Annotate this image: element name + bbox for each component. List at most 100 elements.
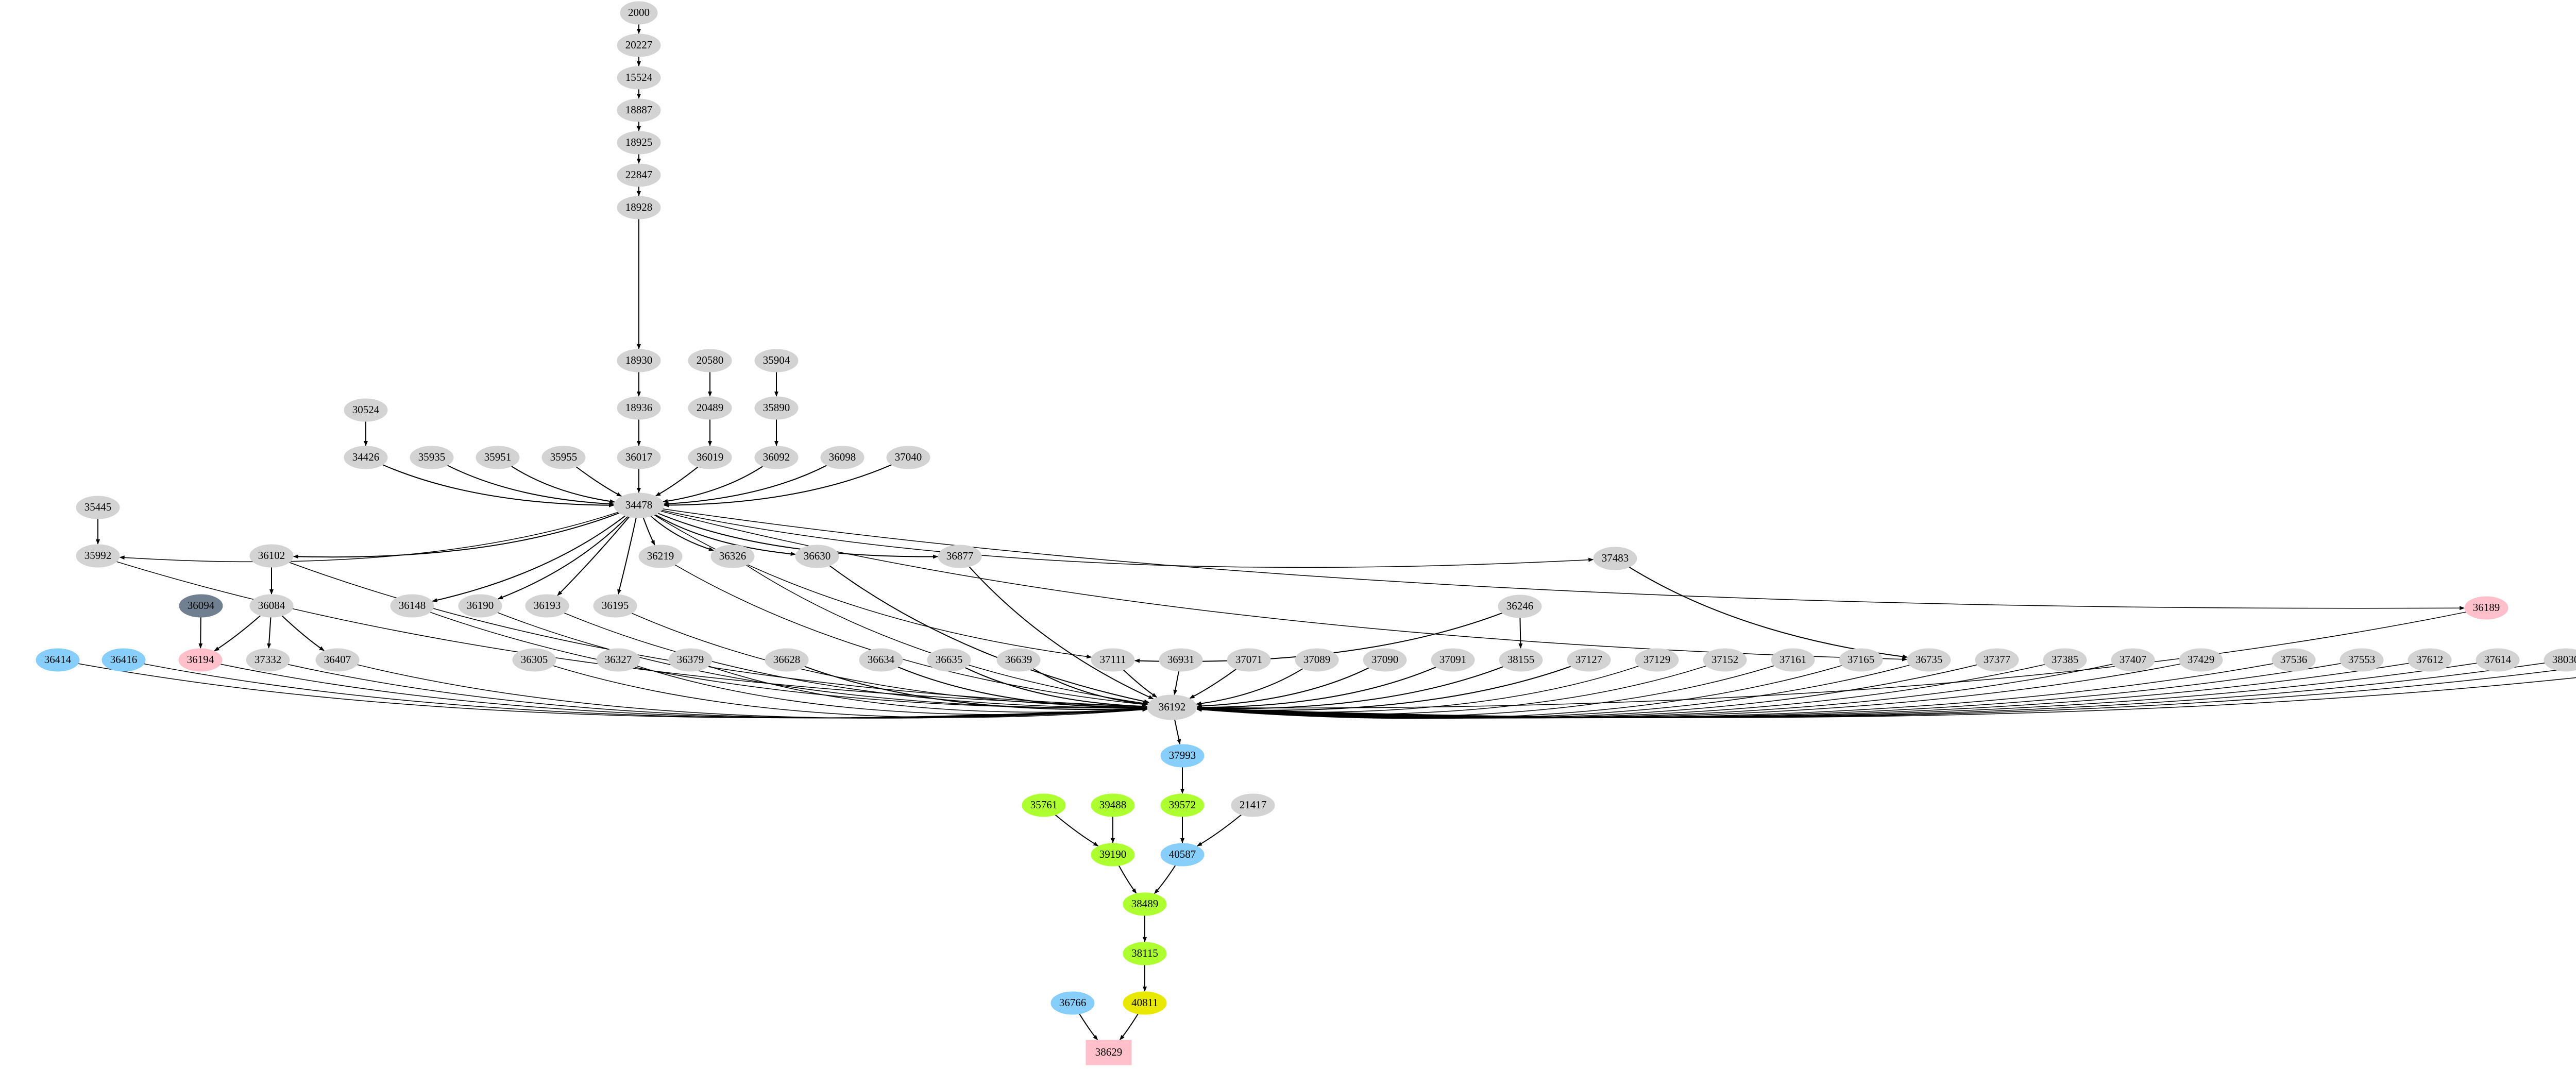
node-ellipse[interactable] [996,648,1041,672]
node-ellipse[interactable] [525,594,569,618]
node-ellipse[interactable] [410,446,454,469]
graph-node[interactable]: 37161 [1771,648,1815,672]
node-ellipse[interactable] [1091,648,1135,672]
graph-node[interactable]: 22847 [617,163,661,187]
node-ellipse[interactable] [2544,648,2576,672]
node-ellipse[interactable] [1431,648,1475,672]
graph-node[interactable]: 34478 [614,493,664,518]
graph-node[interactable]: 21417 [1231,793,1275,817]
graph-node[interactable]: 36019 [688,446,732,469]
graph-node[interactable]: 37407 [2111,648,2155,672]
node-ellipse[interactable] [1123,942,1167,965]
node-ellipse[interactable] [1160,843,1205,867]
node-ellipse[interactable] [765,648,809,672]
node-ellipse[interactable] [688,396,732,420]
graph-node[interactable]: 36379 [668,648,713,672]
graph-node[interactable]: 38030 [2544,648,2576,672]
node-ellipse[interactable] [614,493,664,518]
graph-node[interactable]: 18936 [617,396,661,420]
graph-node[interactable]: 37090 [1363,648,1407,672]
graph-node[interactable]: 20580 [688,349,732,372]
node-ellipse[interactable] [1160,744,1205,768]
graph-node[interactable]: 18930 [617,349,661,372]
graph-node[interactable]: 18928 [617,196,661,219]
node-ellipse[interactable] [617,131,661,155]
node-ellipse[interactable] [1123,892,1167,916]
graph-node[interactable]: 38489 [1123,892,1167,916]
graph-node[interactable]: 35445 [76,496,120,519]
node-ellipse[interactable] [2043,648,2087,672]
graph-node[interactable]: 35761 [1022,793,1066,817]
graph-node[interactable]: 37614 [2476,648,2520,672]
graph-node[interactable]: 36877 [938,545,982,568]
graph-node[interactable]: 20489 [688,396,732,420]
graph-node[interactable]: 38115 [1123,942,1167,965]
graph-node[interactable]: 37111 [1091,648,1135,672]
graph-node[interactable]: 15524 [617,66,661,90]
graph-node[interactable]: 37385 [2043,648,2087,672]
graph-node[interactable]: 30524 [344,398,388,422]
node-ellipse[interactable] [1123,991,1167,1015]
graph-node[interactable]: 36735 [1907,648,1951,672]
graph-node[interactable]: 36766 [1050,991,1095,1015]
graph-node[interactable]: 40811 [1123,991,1167,1015]
node-ellipse[interactable] [476,446,520,469]
node-ellipse[interactable] [617,349,661,372]
node-ellipse[interactable] [938,545,982,568]
node-ellipse[interactable] [2179,648,2223,672]
graph-node[interactable]: 35935 [410,446,454,469]
graph-node[interactable]: 36414 [36,648,80,672]
graph-node[interactable]: 36246 [1498,595,1542,618]
graph-node[interactable]: 36190 [458,594,502,618]
node-box[interactable] [1086,1040,1132,1065]
node-ellipse[interactable] [1975,648,2019,672]
graph-node[interactable]: 37071 [1227,648,1271,672]
node-ellipse[interactable] [596,648,640,672]
node-ellipse[interactable] [1160,793,1205,817]
node-ellipse[interactable] [1593,547,1637,570]
node-ellipse[interactable] [617,396,661,420]
node-ellipse[interactable] [76,496,120,519]
node-ellipse[interactable] [1498,595,1542,618]
node-ellipse[interactable] [315,648,360,672]
node-ellipse[interactable] [927,648,971,672]
graph-node[interactable]: 36416 [101,648,146,672]
node-ellipse[interactable] [1907,648,1951,672]
node-ellipse[interactable] [178,648,223,672]
graph-node[interactable]: 18925 [617,131,661,155]
node-ellipse[interactable] [101,648,146,672]
node-ellipse[interactable] [1771,648,1815,672]
node-ellipse[interactable] [754,349,799,372]
graph-node[interactable]: 36193 [525,594,569,618]
node-ellipse[interactable] [754,396,799,420]
graph-node[interactable]: 37612 [2408,648,2452,672]
graph-node[interactable]: 35890 [754,396,799,420]
node-ellipse[interactable] [2408,648,2452,672]
node-ellipse[interactable] [2464,596,2509,620]
graph-node[interactable]: 35992 [76,544,120,568]
graph-node[interactable]: 36094 [179,594,223,618]
node-ellipse[interactable] [1147,694,1197,720]
graph-node[interactable]: 36639 [996,648,1041,672]
graph-node[interactable]: 36326 [710,545,755,568]
node-ellipse[interactable] [2340,648,2384,672]
node-ellipse[interactable] [2111,648,2155,672]
node-ellipse[interactable] [1227,648,1271,672]
graph-node[interactable]: 37483 [1593,547,1637,570]
node-ellipse[interactable] [36,648,80,672]
graph-node[interactable]: 40587 [1160,843,1205,867]
graph-node[interactable]: 37536 [2272,648,2316,672]
graph-node[interactable]: 36327 [596,648,640,672]
node-ellipse[interactable] [1635,648,1679,672]
graph-node[interactable]: 36635 [927,648,971,672]
graph-node[interactable]: 36634 [859,648,903,672]
graph-node[interactable]: 36148 [390,594,434,618]
node-ellipse[interactable] [1363,648,1407,672]
node-ellipse[interactable] [1159,648,1203,672]
node-ellipse[interactable] [1091,793,1135,817]
node-ellipse[interactable] [249,544,294,568]
node-ellipse[interactable] [617,33,661,57]
node-ellipse[interactable] [2272,648,2316,672]
node-ellipse[interactable] [795,545,839,568]
graph-node[interactable]: 37089 [1295,648,1339,672]
